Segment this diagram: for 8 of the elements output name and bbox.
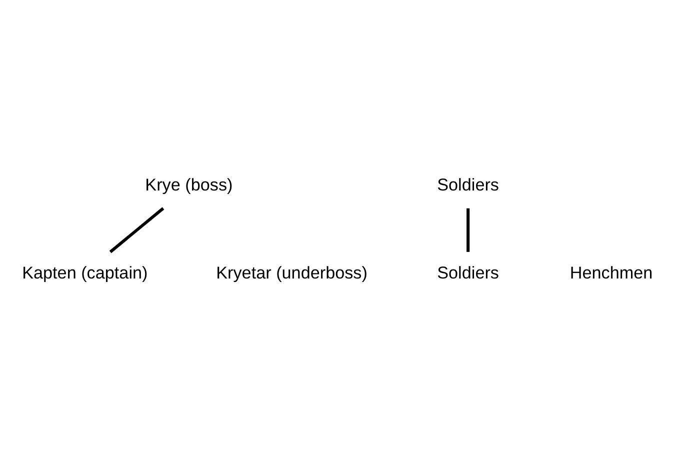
- label: Kryetar (underboss): [216, 262, 368, 283]
- node-text: Krye (boss): [145, 174, 233, 194]
- node-text: Kapten (captain): [22, 262, 148, 283]
- label: Henchmen: [570, 262, 653, 283]
- connector: [466, 208, 470, 252]
- node-text: Soldiers: [437, 262, 499, 283]
- connector: [109, 207, 164, 254]
- node-text: Soldiers: [437, 174, 499, 194]
